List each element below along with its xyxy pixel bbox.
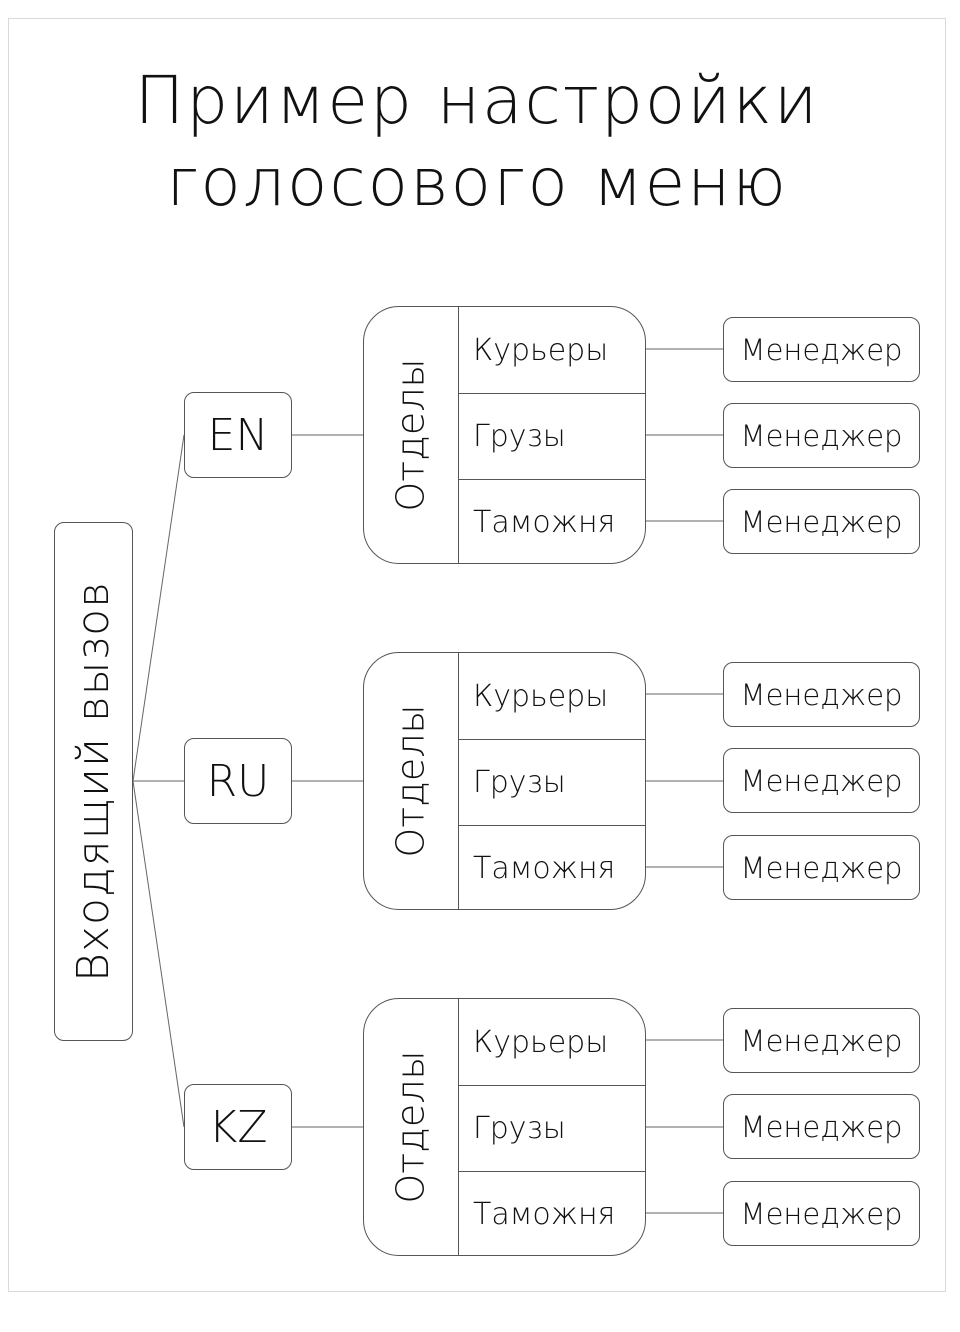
manager-label: Менеджер <box>740 850 903 885</box>
lang-node-kz: KZ <box>184 1084 292 1170</box>
dept-group-label-ru: Отделы <box>364 653 459 909</box>
page-title: Пример настройки голосового меню <box>8 60 946 224</box>
manager-label: Менеджер <box>740 418 903 453</box>
dept-couriers-kz: Курьеры <box>473 1024 609 1060</box>
lang-node-en: EN <box>184 392 292 478</box>
lang-node-ru: RU <box>184 738 292 824</box>
dept-cargo-en: Грузы <box>459 393 645 479</box>
dept-group-ru: Отделы Курьеры Грузы Таможня <box>363 652 646 910</box>
dept-group-label: Отделы <box>389 1050 433 1204</box>
dept-customs-en: Таможня <box>459 479 645 563</box>
manager-label: Менеджер <box>740 504 903 539</box>
manager-node: Менеджер <box>723 1094 920 1159</box>
manager-node: Менеджер <box>723 403 920 468</box>
dept-group-kz: Отделы Курьеры Грузы Таможня <box>363 998 646 1256</box>
connector-root-kz <box>132 780 185 1128</box>
lang-label-ru: RU <box>206 755 270 807</box>
manager-node: Менеджер <box>723 1181 920 1246</box>
manager-node: Менеджер <box>723 748 920 813</box>
manager-label: Менеджер <box>740 332 903 367</box>
lang-label-kz: KZ <box>208 1101 268 1153</box>
title-line-1: Пример настройки <box>134 62 820 139</box>
dept-group-label-kz: Отделы <box>364 999 459 1255</box>
title-line-2: голосового меню <box>165 144 789 221</box>
incoming-call-node: Входящий вызов <box>54 522 133 1041</box>
incoming-call-label: Входящий вызов <box>68 581 120 982</box>
manager-node: Менеджер <box>723 317 920 382</box>
manager-label: Менеджер <box>740 1023 903 1058</box>
dept-couriers-ru: Курьеры <box>473 678 609 714</box>
dept-customs-ru: Таможня <box>459 825 645 909</box>
dept-couriers-en: Курьеры <box>473 332 609 368</box>
dept-cargo-kz: Грузы <box>459 1085 645 1171</box>
manager-label: Менеджер <box>740 1196 903 1231</box>
dept-cargo-ru: Грузы <box>459 739 645 825</box>
dept-group-en: Отделы Курьеры Грузы Таможня <box>363 306 646 564</box>
manager-node: Менеджер <box>723 662 920 727</box>
manager-label: Менеджер <box>740 763 903 798</box>
dept-group-label: Отделы <box>389 358 433 512</box>
dept-group-label: Отделы <box>389 704 433 858</box>
lang-label-en: EN <box>207 409 269 461</box>
manager-node: Менеджер <box>723 489 920 554</box>
dept-group-label-en: Отделы <box>364 307 459 563</box>
manager-label: Менеджер <box>740 677 903 712</box>
page-frame <box>8 18 946 1292</box>
manager-node: Менеджер <box>723 1008 920 1073</box>
manager-label: Менеджер <box>740 1109 903 1144</box>
dept-customs-kz: Таможня <box>459 1171 645 1255</box>
connector-root-en <box>132 434 185 782</box>
manager-node: Менеджер <box>723 835 920 900</box>
